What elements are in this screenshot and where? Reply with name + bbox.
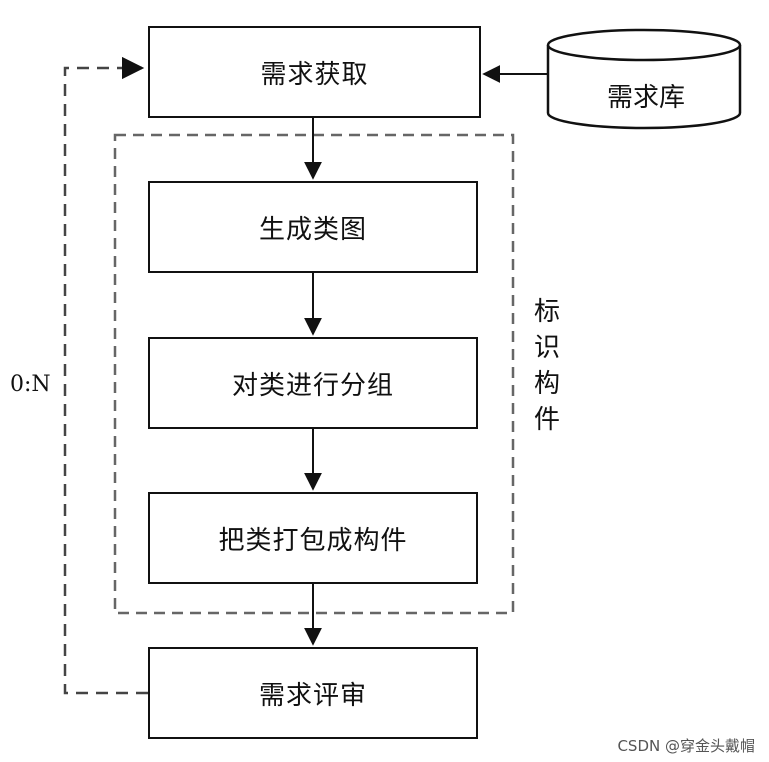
step-requirements-review: 需求评审	[148, 647, 478, 739]
loop-multiplicity-label: 0:N	[8, 372, 53, 397]
step-package-classes-into-components: 把类打包成构件	[148, 492, 478, 584]
step-requirements-acquisition: 需求获取	[148, 26, 481, 118]
feedback-loop-review-to-acquire	[63, 56, 148, 695]
requirements-repository-label: 需求库	[606, 82, 685, 113]
requirements-repository-cylinder	[546, 28, 742, 130]
identify-component-label: 标识构件	[533, 297, 560, 435]
step-group-classes: 对类进行分组	[148, 337, 478, 429]
watermark: CSDN @穿金头戴帽	[617, 737, 755, 755]
step-generate-class-diagram: 生成类图	[148, 181, 478, 273]
